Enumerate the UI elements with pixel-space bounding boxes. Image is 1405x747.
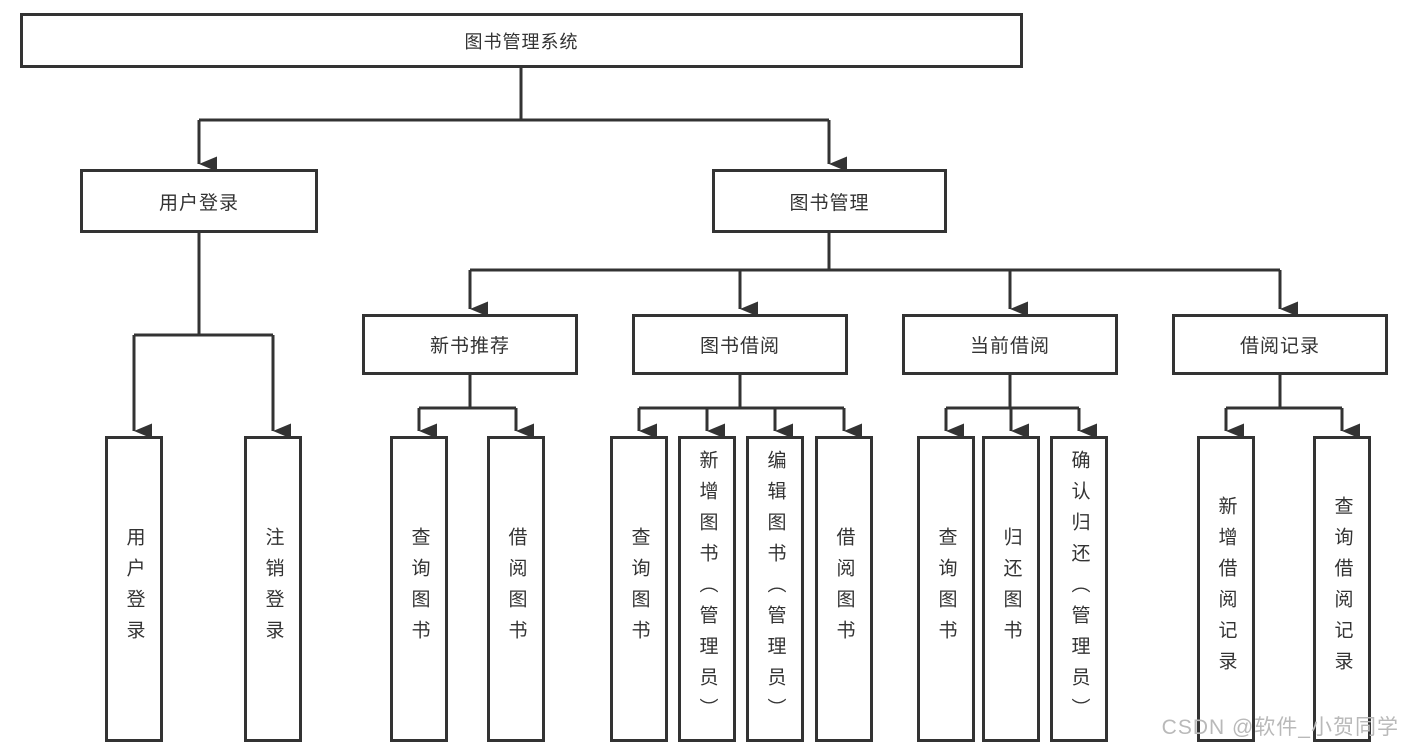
- leaf-label: 用户登录: [123, 527, 145, 651]
- leaf-edit-book-admin: 编辑图书（管理员）: [746, 436, 804, 742]
- node-label: 新书推荐: [429, 336, 510, 357]
- leaf-add-borrow-record: 新增借阅记录: [1197, 436, 1255, 742]
- leaf-label: 新增借阅记录: [1215, 496, 1237, 682]
- csdn-watermark: CSDN @软件_小贺同学: [1161, 716, 1399, 739]
- node-borrow-records: 借阅记录: [1172, 314, 1388, 375]
- leaf-label: 归还图书: [1000, 527, 1022, 651]
- leaf-label: 查询图书: [628, 527, 650, 651]
- leaf-confirm-return-admin: 确认归还（管理员）: [1050, 436, 1108, 742]
- node-label: 当前借阅: [969, 336, 1050, 357]
- leaf-borrow-book-borrowing: 借阅图书: [815, 436, 873, 742]
- node-book-management: 图书管理: [712, 169, 947, 233]
- leaf-label: 注销登录: [262, 527, 284, 651]
- leaf-label: 确认归还（管理员）: [1068, 449, 1090, 729]
- leaf-borrow-book-recommend: 借阅图书: [487, 436, 545, 742]
- leaf-label: 新增图书（管理员）: [696, 449, 718, 729]
- leaf-label: 查询借阅记录: [1331, 496, 1353, 682]
- leaf-query-books-borrowing: 查询图书: [610, 436, 668, 742]
- leaf-return-book: 归还图书: [982, 436, 1040, 742]
- node-new-book-recommend: 新书推荐: [362, 314, 578, 375]
- leaf-query-books-recommend: 查询图书: [390, 436, 448, 742]
- node-library-management-system: 图书管理系统: [20, 13, 1023, 68]
- leaf-query-books-current: 查询图书: [917, 436, 975, 742]
- leaf-query-borrow-record: 查询借阅记录: [1313, 436, 1371, 742]
- leaf-logout: 注销登录: [244, 436, 302, 742]
- leaf-add-book-admin: 新增图书（管理员）: [678, 436, 736, 742]
- leaf-label: 查询图书: [935, 527, 957, 651]
- leaf-user-login: 用户登录: [105, 436, 163, 742]
- node-book-borrowing: 图书借阅: [632, 314, 848, 375]
- node-label: 用户登录: [158, 192, 239, 214]
- node-label: 图书借阅: [699, 336, 780, 357]
- leaf-label: 查询图书: [408, 527, 430, 651]
- node-user-login: 用户登录: [80, 169, 318, 233]
- leaf-label: 借阅图书: [833, 527, 855, 651]
- node-label: 图书管理: [789, 192, 870, 214]
- node-label: 借阅记录: [1239, 336, 1320, 357]
- node-label: 图书管理系统: [464, 31, 579, 52]
- node-current-borrowing: 当前借阅: [902, 314, 1118, 375]
- leaf-label: 编辑图书（管理员）: [764, 449, 786, 729]
- leaf-label: 借阅图书: [505, 527, 527, 651]
